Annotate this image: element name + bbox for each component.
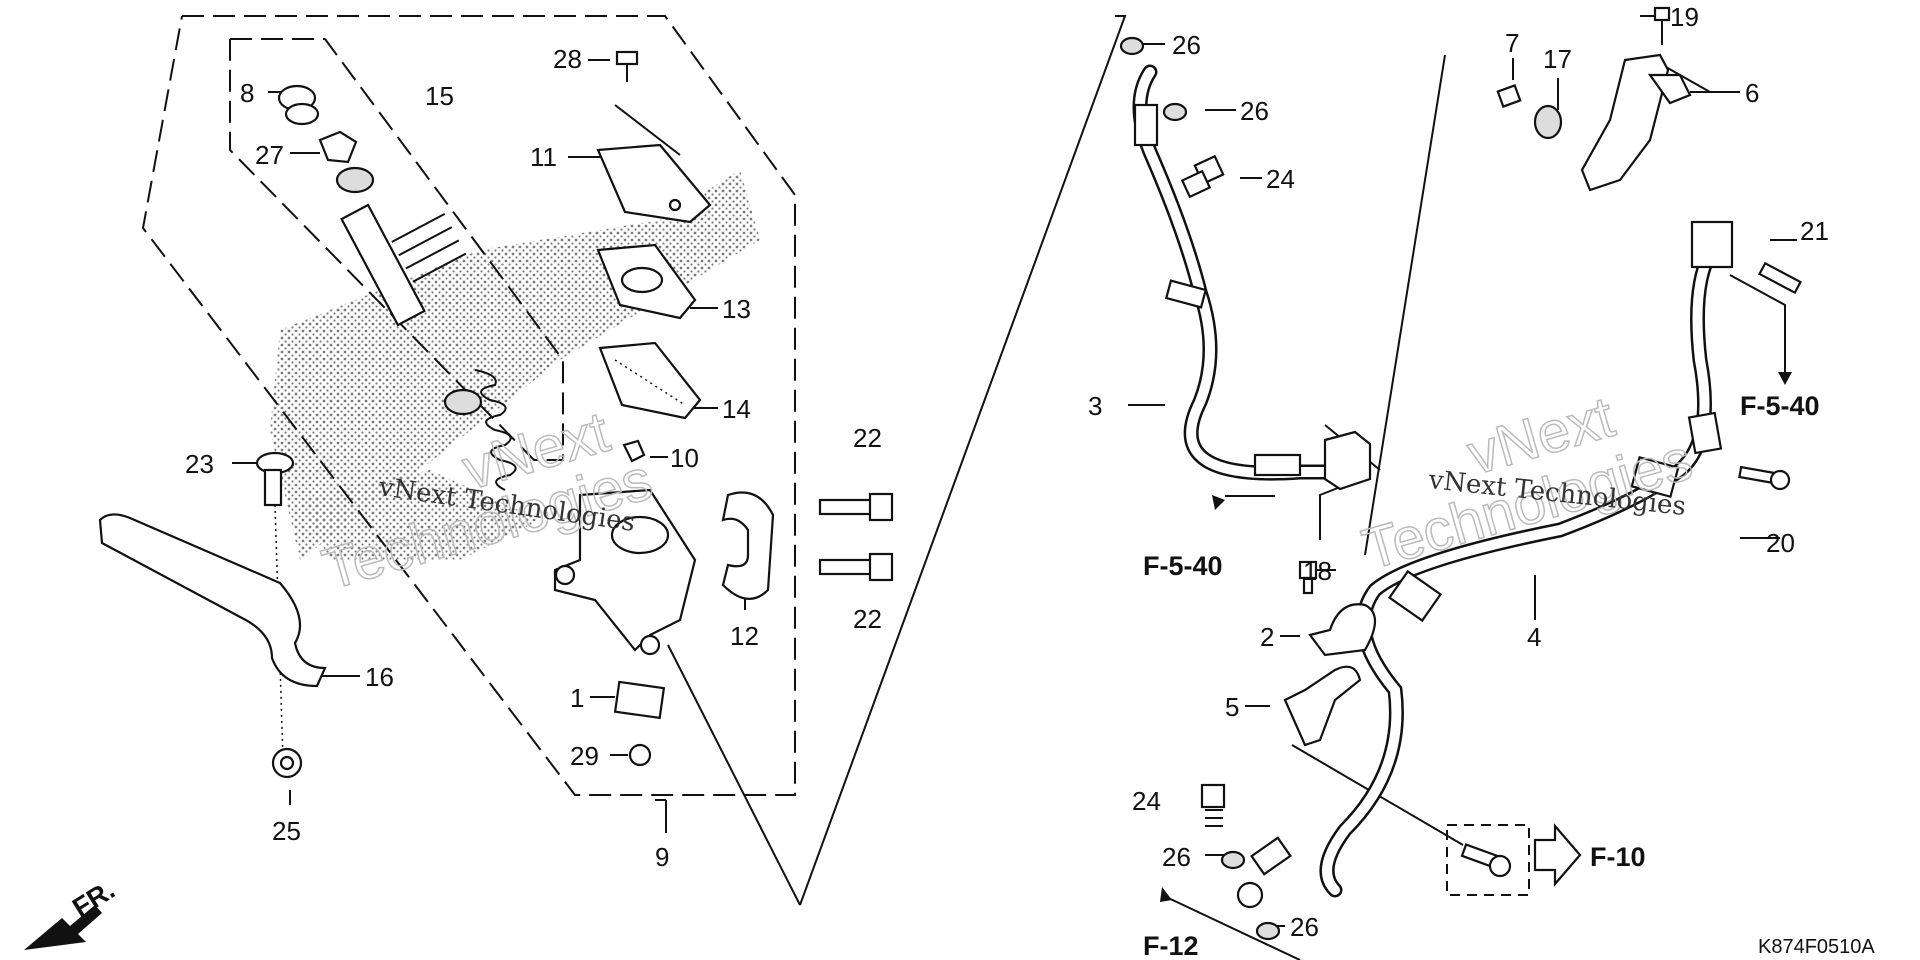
callout-22b: 22 [853, 604, 882, 634]
arrow-left-icon [1212, 495, 1225, 510]
callout-26b: 26 [1240, 96, 1269, 126]
callout-28: 28 [553, 44, 582, 74]
diagram-code: K874F0510A [1758, 936, 1875, 958]
ref-f-5-40-right[interactable]: F-5-40 [1740, 391, 1820, 421]
callout-24b: 24 [1132, 786, 1161, 816]
callout-26a: 26 [1172, 30, 1201, 60]
callout-16: 16 [365, 662, 394, 692]
callout-8: 8 [240, 78, 254, 108]
ref-f-10[interactable]: F-10 [1590, 842, 1646, 872]
front-label: FR. [67, 875, 120, 923]
hose-fittings [1119, 6, 1802, 941]
watermark: vNext Technologies vNext Technologies vN… [315, 383, 1700, 603]
f10-direction-arrow-icon [1533, 823, 1582, 887]
callout-18: 18 [1303, 556, 1332, 586]
callout-26c: 26 [1162, 842, 1191, 872]
callout-14: 14 [722, 394, 751, 424]
callout-19: 19 [1670, 2, 1699, 32]
ref-f-12[interactable]: F-12 [1143, 931, 1199, 960]
callout-21: 21 [1800, 216, 1829, 246]
callout-23: 23 [185, 449, 214, 479]
callout-24a: 24 [1266, 164, 1295, 194]
brake-hoses [1132, 64, 1734, 909]
ref-f-5-40-left[interactable]: F-5-40 [1143, 551, 1223, 581]
callout-17: 17 [1543, 44, 1572, 74]
group-outlines [141, 15, 1530, 906]
callout-25: 25 [272, 816, 301, 846]
callout-1: 1 [570, 683, 584, 713]
reference-arrows [24, 372, 1792, 950]
callout-29: 29 [570, 741, 599, 771]
callout-27: 27 [255, 140, 284, 170]
callout-4: 4 [1527, 622, 1541, 652]
callout-26d: 26 [1290, 912, 1319, 942]
master-cylinder-parts [98, 50, 894, 779]
callout-6: 6 [1745, 78, 1759, 108]
callout-5: 5 [1225, 692, 1239, 722]
part-callouts: 8 27 15 28 11 13 14 10 22 22 12 23 16 1 … [185, 2, 1829, 942]
callout-10: 10 [670, 443, 699, 473]
leader-lines [232, 15, 1797, 960]
cross-references: F-5-40 F-5-40 F-10 F-12 FR. K874F0510A [67, 391, 1875, 960]
callout-11: 11 [530, 142, 557, 172]
callout-15: 15 [425, 81, 454, 111]
callout-20: 20 [1766, 528, 1795, 558]
callout-9: 9 [655, 842, 669, 872]
arrow-down-icon [1778, 372, 1792, 385]
callout-13: 13 [722, 294, 751, 324]
callout-2: 2 [1260, 622, 1274, 652]
callout-12: 12 [730, 621, 759, 651]
callout-7: 7 [1505, 28, 1519, 58]
arrow-up-left-icon [1160, 887, 1172, 902]
front-direction-arrow-icon [24, 905, 102, 950]
callout-22a: 22 [853, 423, 882, 453]
callout-3: 3 [1088, 391, 1102, 421]
